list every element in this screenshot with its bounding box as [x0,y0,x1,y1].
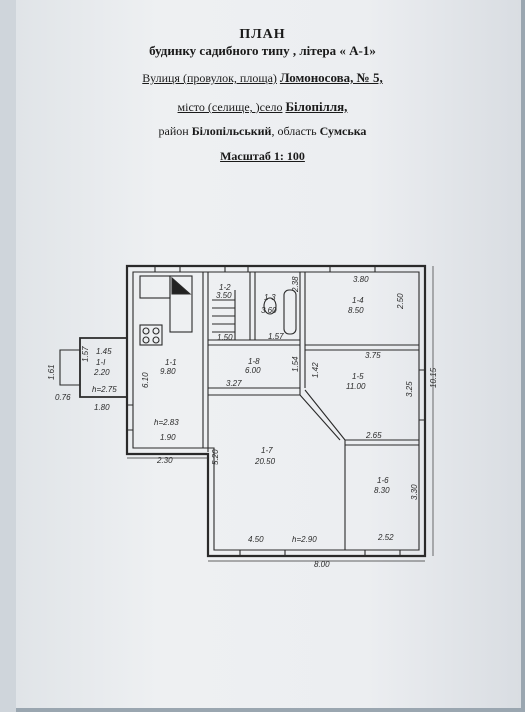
scale-line: Масштаб 1: 100 [0,149,525,164]
plan-subtitle: будинку садибного типу , літера « А-1» [149,43,376,58]
district-prefix: район [158,124,189,138]
dim-label: 1.50 [217,333,233,342]
dim-label: 1.90 [160,433,176,442]
town-label: місто (селище, )село [177,100,283,114]
dim-label: 1.61 [47,364,56,380]
room-1-5-id: 1-5 [352,372,364,381]
room-1-2-area: 3.50 [216,291,232,300]
plan-walls [59,264,427,558]
district-value: Білопільський [191,124,272,138]
dim-label: 1.57 [268,332,284,341]
street-line: Вулиця (провулок, площа) Ломоносова, № 5… [0,70,525,86]
binder-edge [0,0,16,712]
district-line: район Білопільський, область Сумська [0,124,525,139]
room-1-7-id: 1-7 [261,446,273,455]
room-1-8-id: 1-8 [248,357,260,366]
plan-title: ПЛАН [239,27,286,42]
dim-label: h=2.75 [92,385,117,394]
room-1-1-area: 9.80 [160,367,176,376]
dim-label: 1.45 [96,347,112,356]
dim-label: 1.42 [311,362,320,378]
town-value: Білопілля, [285,99,348,114]
room-1-2-id: 1-2 [219,283,231,292]
dim-label: 3.75 [365,351,381,360]
dimension-lines [127,266,434,562]
room-1-4-id: 1-4 [352,296,364,305]
dim-label: 5.20 [211,449,220,465]
region-value: Сумська [319,124,367,138]
dim-label: 6.10 [141,372,150,388]
dim-label: 2.52 [377,533,394,542]
dim-label: 1.80 [94,403,110,412]
room-1-1-id: 1-1 [165,358,177,367]
room-1-I-id: 1-I [96,358,106,367]
room-1-3-area: 3.60 [261,306,277,315]
dim-label: 3.25 [405,381,414,397]
room-1-3-id: 1-3 [264,293,276,302]
dim-label: 0.76 [55,393,71,402]
dim-label: 10.15 [429,367,438,388]
dim-label: 2.50 [396,293,405,310]
dim-label: 3.80 [353,275,369,284]
room-1-8-area: 6.00 [245,366,261,375]
document-sheet [4,0,521,708]
town-line: місто (селище, )село Білопілля, [0,99,525,115]
dim-label: 2.38 [291,276,300,293]
dim-label: 3.30 [410,484,419,500]
room-1-I-area: 2.20 [93,368,110,377]
room-1-6-area: 8.30 [374,486,390,495]
room-1-4-area: 8.50 [348,306,364,315]
dim-label: 4.50 [248,535,264,544]
dim-label: h=2.83 [154,418,179,427]
street-value: Ломоносова, № 5, [279,70,383,85]
scale-text: Масштаб 1: 100 [220,149,305,163]
dim-label: 1.57 [81,346,90,362]
dim-label: 3.27 [226,379,242,388]
dim-label: 2.65 [365,431,382,440]
district-mid: , область [271,124,317,138]
street-label: Вулиця (провулок, площа) [142,71,277,85]
room-1-6-id: 1-6 [377,476,389,485]
room-1-5-area: 11.00 [346,382,366,391]
dimension-labels: 3.80 2.50 2.38 3.75 3.25 10.15 2.65 3.30… [47,275,438,569]
dim-label: 2.30 [156,456,173,465]
room-labels: 1-1 9.80 1-2 3.50 1-3 3.60 1-4 8.50 1-5 … [93,283,390,495]
room-1-7-area: 20.50 [254,457,276,466]
dim-label: 8.00 [314,560,330,569]
dim-label: 1.54 [291,356,300,372]
dim-label: h=2.90 [292,535,317,544]
